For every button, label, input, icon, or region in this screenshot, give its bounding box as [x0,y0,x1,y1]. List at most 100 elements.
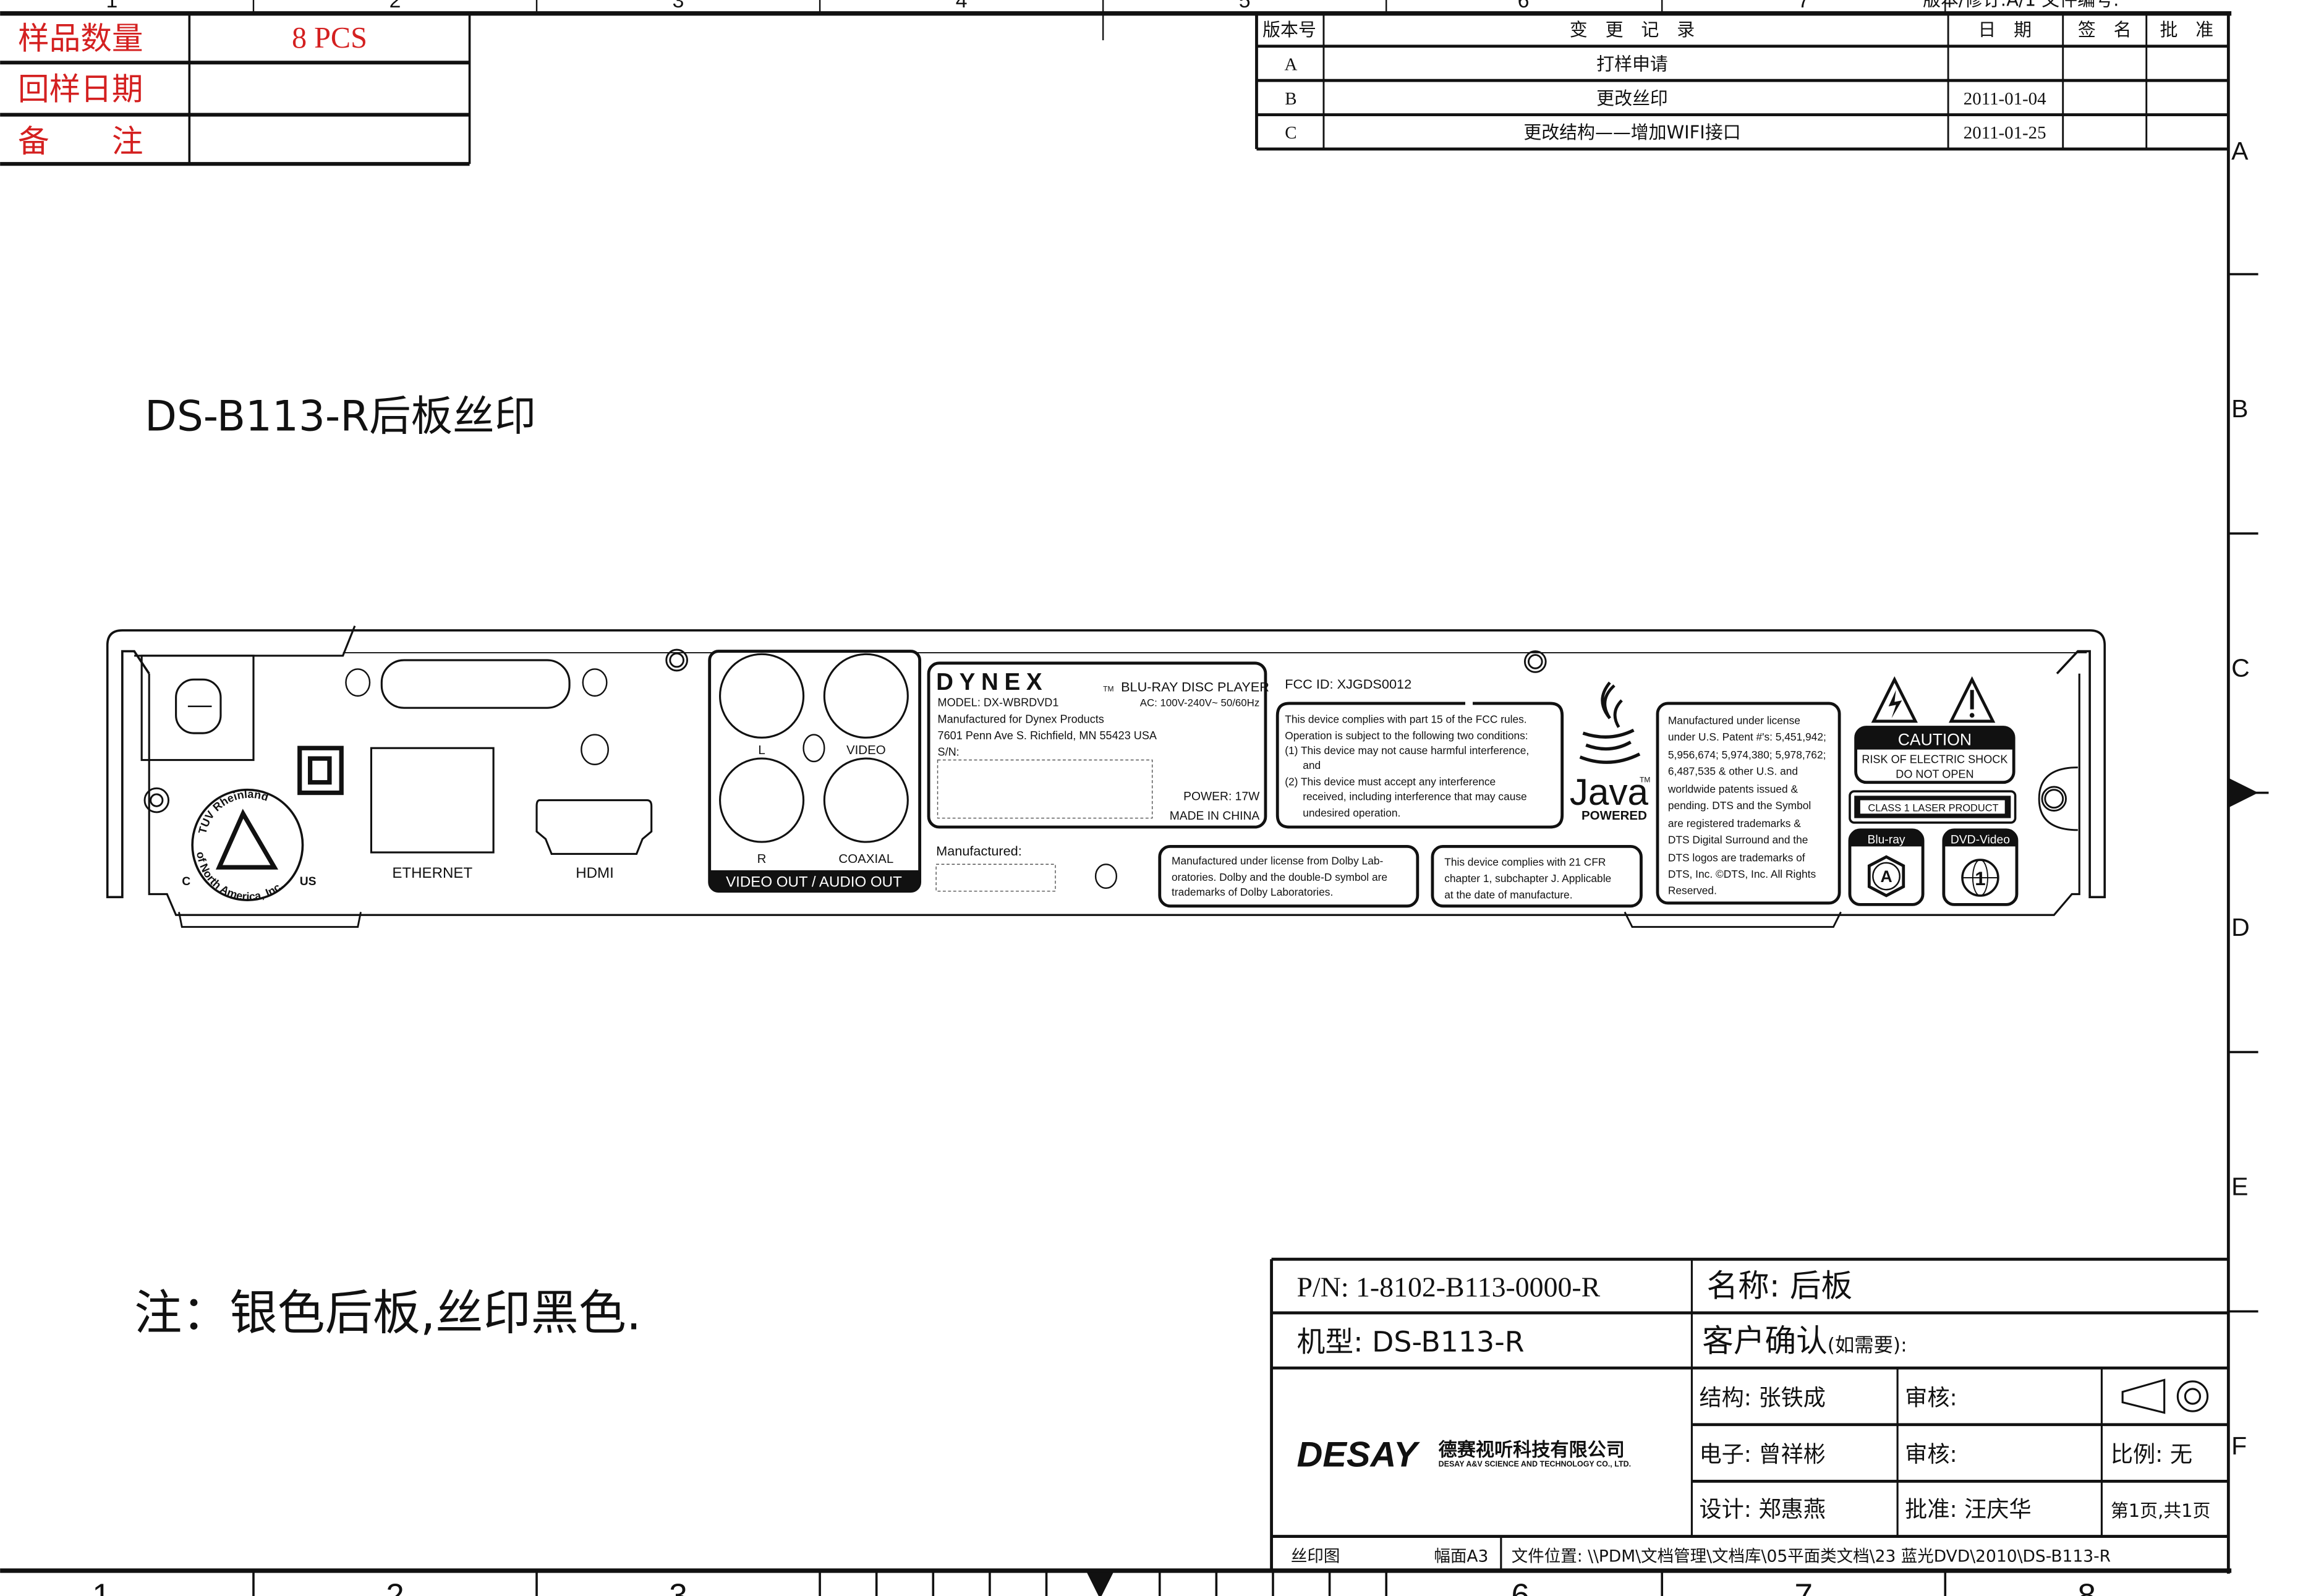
fcc-line: (1) This device may not cause harmful in… [1285,744,1529,757]
java-powered-logo: Java TM POWERED [1570,681,1650,823]
fcc-line: received, including interference that ma… [1303,791,1527,803]
cfr-line: This device complies with 21 CFR [1444,856,1606,868]
power-inlet-housing [140,655,255,762]
header-signature: 签 名 [2078,19,2132,40]
scale: 比例: 无 [2111,1441,2192,1467]
revision-version: A [1284,54,1297,74]
drawing-title: DS-B113-R后板丝印 [145,392,536,441]
cfr-line: at the date of manufacture. [1444,889,1572,901]
revision-change: 打样申请 [1596,53,1668,74]
fcc-statement: This device complies with part 15 of the… [1275,702,1564,829]
screw-icon [143,787,170,813]
revision-date: 2011-01-04 [1964,89,2046,109]
revision-version: C [1285,123,1296,143]
column-number: 3 [669,1577,687,1596]
rating-label: DYNEX TM BLU-RAY DISC PLAYER MODEL: DX-W… [927,661,1269,829]
power-inlet-icon [175,678,222,734]
av-output-block: VIDEO OUT / AUDIO OUT L VIDEO R COAXIAL [708,650,922,893]
column-number: 5 [1239,0,1251,12]
revision-table: 版本号 变 更 记 录 日 期 签 名 批 准 A 打样申请 B 更改丝印 20… [1255,13,2229,151]
revision-note: 版本/修订:A/1 文件编号: [1923,0,2119,11]
screw-icon [2041,786,2067,812]
dts-line: Manufactured under license [1668,715,1800,727]
d-sub-port [380,659,571,709]
approver: 批准: 汪庆华 [1905,1496,2031,1522]
mount-hole [1094,864,1118,889]
hdmi-label: HDMI [576,865,614,881]
svg-text:TUV Rheinland: TUV Rheinland [196,788,270,836]
column-number: 6 [1518,0,1530,12]
wifi-antenna-hole [581,734,609,765]
dolby-line: Manufactured under license from Dolby La… [1172,854,1383,867]
part-number: P/N: 1-8102-B113-0000-R [1297,1271,1601,1302]
dvd-region: 1 [1975,868,1985,889]
header-date: 日 期 [1978,19,2032,40]
company-name-cn: 德赛视听科技有限公司 [1439,1438,1625,1461]
java-word: Java [1570,771,1649,813]
cfr-line: chapter 1, subchapter J. Applicable [1444,872,1611,885]
bluray-region-badge: Blu-ray A [1848,828,1925,906]
header-version: 版本号 [1262,19,1316,40]
dts-line: 5,956,674; 5,974,380; 5,978,762; [1668,749,1826,761]
cfr-notice: This device complies with 21 CFR chapter… [1431,844,1643,908]
hdmi-port [535,799,653,855]
dts-line: DTS logos are trademarks of [1668,851,1805,864]
electronic-engineer: 电子: 曾祥彬 [1699,1441,1825,1467]
column-number: 2 [386,1577,404,1596]
caution-label: CAUTION RISK OF ELECTRIC SHOCK DO NOT OP… [1854,726,2016,784]
tuv-certification-seal: TUV Rheinland of North America, Inc. C U… [182,788,316,903]
row-letter: F [2231,1432,2247,1460]
laser-class-label: CLASS 1 LASER PRODUCT [1849,790,2017,824]
tuv-us-mark: US [300,875,317,888]
header-change: 变 更 记 录 [1570,19,1695,40]
column-number: 6 [1511,1577,1529,1596]
made-in: MADE IN CHINA [1170,810,1260,823]
bluray-region: A [1880,867,1892,886]
column-number: 7 [1798,0,1810,12]
fcc-line: and [1303,759,1321,771]
revision-date: 2011-01-25 [1964,123,2046,143]
desay-wordmark: DESAY [1297,1435,1420,1474]
power-rating: POWER: 17W [1183,791,1260,804]
sample-qty-value: 8 PCS [292,22,367,54]
mount-hole [582,668,608,697]
center-arrow-icon [1086,1572,1114,1596]
laser-class-text: CLASS 1 LASER PRODUCT [1868,803,1998,814]
exclamation-warning-icon [1949,676,1996,723]
dvd-label: DVD-Video [1951,834,2010,847]
coaxial-label: COAXIAL [838,852,893,866]
sheet-size: 幅面A3 [1434,1547,1488,1566]
review-1: 审核: [1905,1384,1957,1411]
drawing-type: 丝印图 [1291,1547,1340,1566]
page-count: 第1页,共1页 [2111,1500,2211,1521]
caution-line: DO NOT OPEN [1896,768,1973,780]
serial-label: S/N: [938,745,960,758]
coaxial-jack [823,757,909,843]
remark-label: 备 注 [18,123,143,159]
region-globe-icon [1867,855,1905,898]
dts-line: DTS, Inc. ©DTS, Inc. All Rights [1668,868,1816,880]
company-name-en: DESAY A&V SCIENCE AND TECHNOLOGY CO., LT… [1439,1459,1632,1468]
dynex-logo: DYNEX [936,669,1048,695]
column-number: 8 [2078,1577,2097,1596]
tuv-top-text: TUV Rheinland [196,788,270,836]
dts-line: pending. DTS and the Symbol [1668,799,1811,812]
customer-confirm-label: 客户确认 [1702,1323,1827,1359]
video-jack [823,653,909,739]
customer-confirm-note: (如需要): [1828,1335,1907,1357]
dvd-region-badge: DVD-Video 1 [1942,828,2019,906]
dts-line: are registered trademarks & [1668,817,1801,830]
model-number: MODEL: DX-WBRDVD1 [938,697,1059,709]
screw-icon [1523,650,1547,673]
dts-line: 6,487,535 & other U.S. and [1668,765,1798,778]
bluray-label: Blu-ray [1868,834,1905,847]
dts-line: Reserved. [1668,884,1717,896]
electric-shock-warning-icon [1871,676,1918,723]
row-letter: E [2231,1172,2248,1200]
projection-symbol-icon [2121,1378,2209,1414]
audio-r-jack [718,757,805,843]
row-letter: D [2231,913,2250,941]
finish-note: 注：银色后板,丝印黑色. [134,1285,641,1341]
serial-field [937,759,1153,819]
